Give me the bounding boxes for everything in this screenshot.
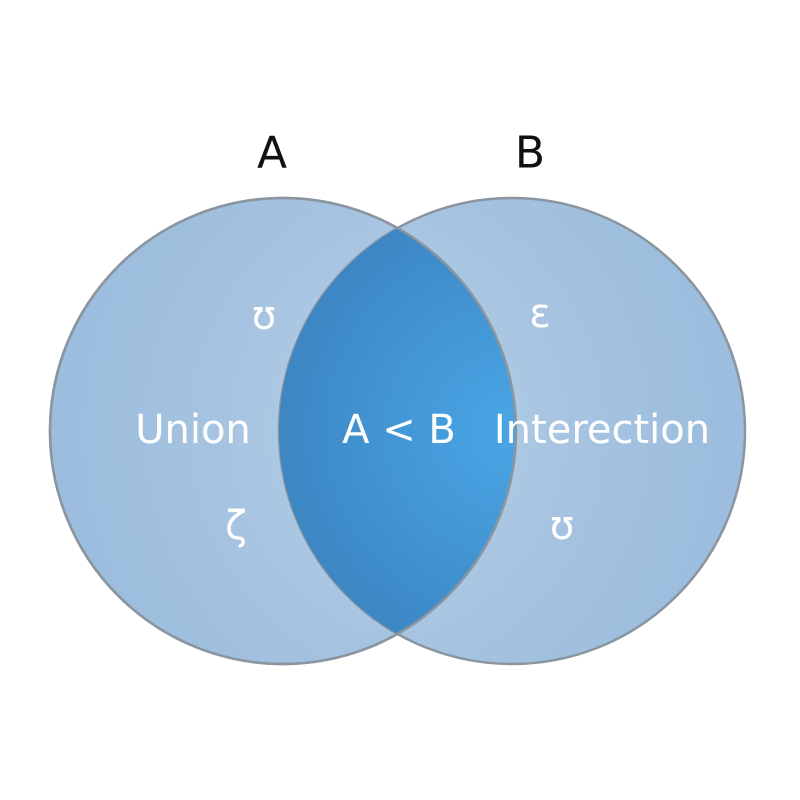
symbol-right-top: ε bbox=[529, 291, 551, 337]
interection-label: Interection bbox=[493, 407, 711, 453]
set-b-label: B bbox=[514, 127, 546, 179]
set-a-label: A bbox=[256, 127, 288, 179]
union-label: Union bbox=[135, 407, 251, 453]
circle-a-outline bbox=[48, 196, 518, 666]
symbol-left-bottom: ζ bbox=[225, 503, 247, 549]
symbol-left-top: ʊ bbox=[251, 293, 277, 339]
intersection-region bbox=[279, 198, 516, 664]
symbol-right-bottom: ʊ bbox=[549, 503, 575, 549]
intersection-label: A < B bbox=[342, 407, 456, 453]
